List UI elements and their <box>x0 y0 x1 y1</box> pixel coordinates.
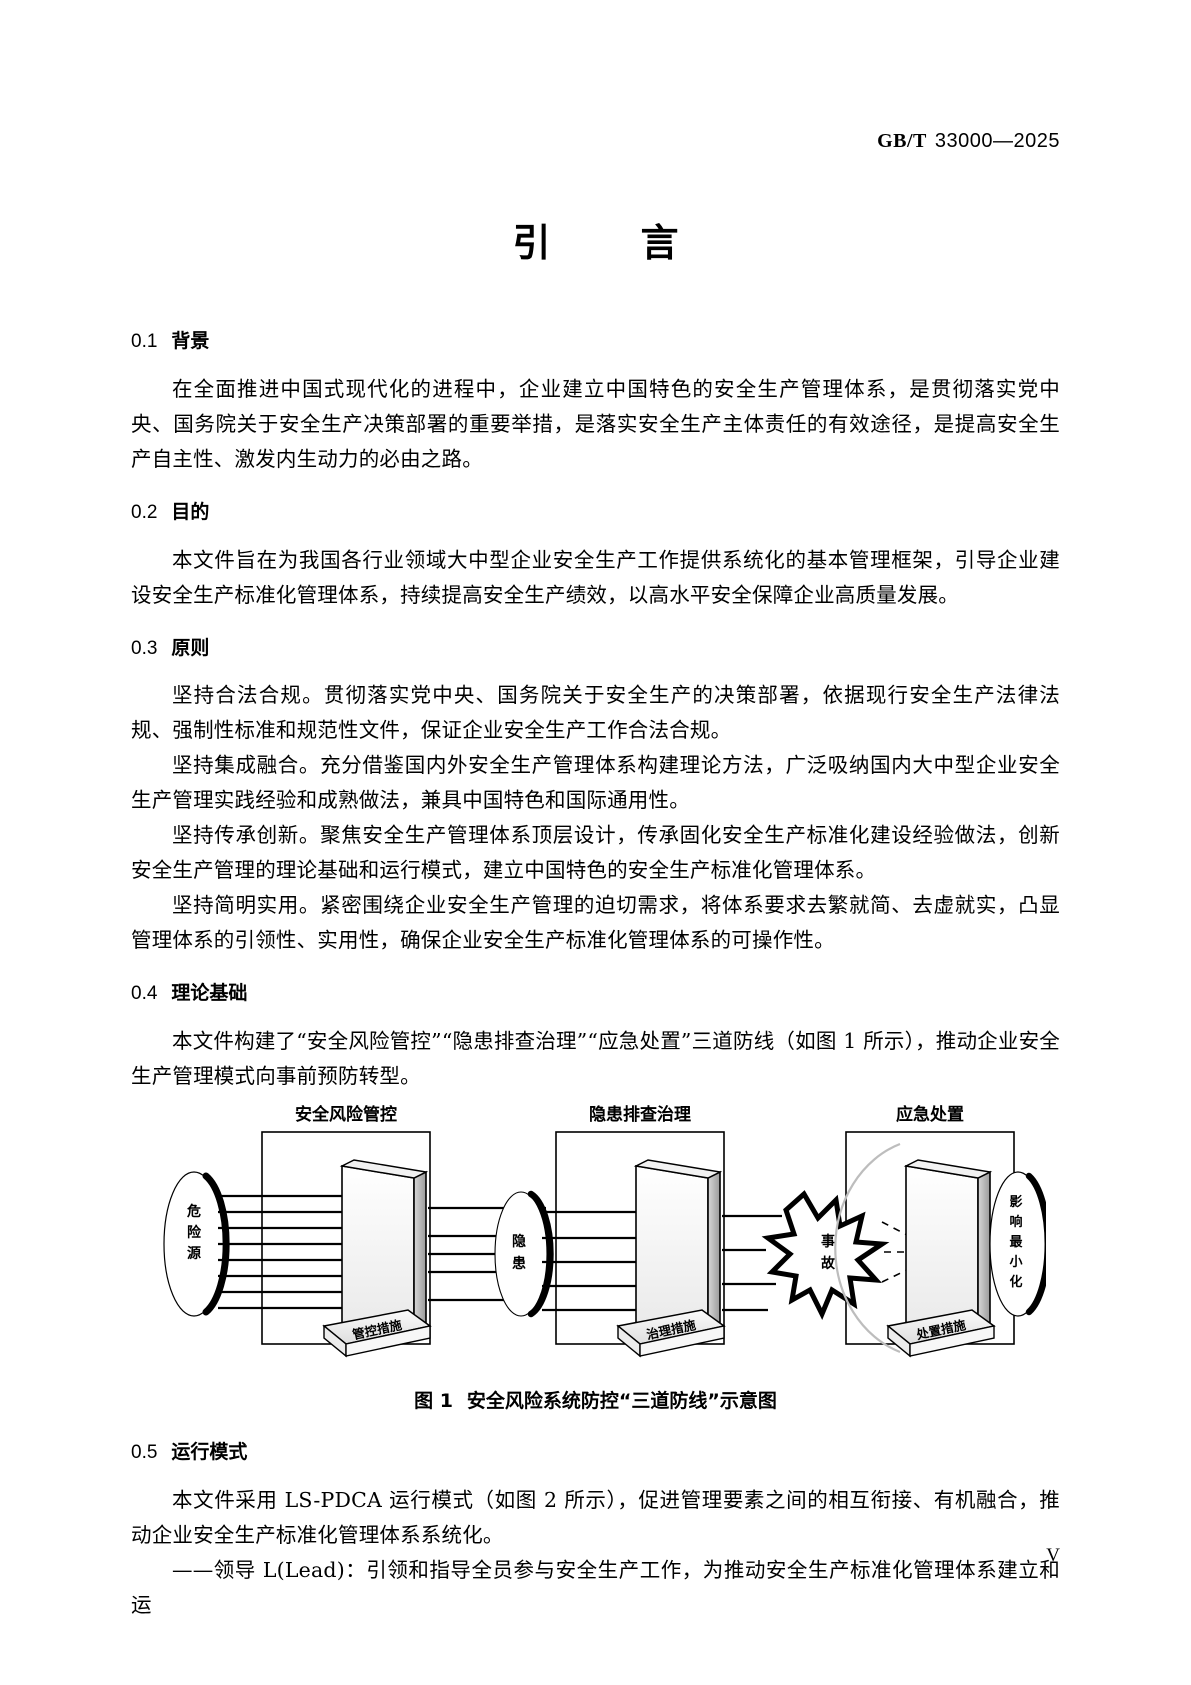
section-title: 理论基础 <box>171 982 248 1005</box>
section-heading-0-2: 0.2 目的 <box>131 501 1060 525</box>
paragraph: 本文件采用 LS-PDCA 运行模式（如图 2 所示），促进管理要素之间的相互衔… <box>131 1487 1060 1547</box>
hazard-source-label-2: 险 <box>187 1224 202 1241</box>
section-number: 0.2 <box>131 501 158 523</box>
hidden-danger-label-1: 隐 <box>512 1233 526 1250</box>
figure-caption-text: 安全风险系统防控“三道防线”示意图 <box>466 1390 777 1413</box>
page-title: 引 言 <box>512 221 705 265</box>
paragraph: ——领导 L(Lead)：引领和指导全员参与安全生产工作，为推动安全生产标准化管… <box>131 1557 1060 1617</box>
hidden-danger-label-2: 患 <box>512 1255 526 1272</box>
section-title: 目的 <box>171 500 210 523</box>
document-body: 0.1 背景 在全面推进中国式现代化的进程中，企业建立中国特色的安全生产管理体系，… <box>131 330 1060 1623</box>
paragraph: 本文件旨在为我国各行业领域大中型企业安全生产工作提供系统化的基本管理框架，引导企… <box>131 547 1060 607</box>
running-header: GB/T 33000—2025 <box>877 130 1060 153</box>
paragraph: 坚持合法合规。贯彻落实党中央、国务院关于安全生产的决策部署，依据现行安全生产法律… <box>131 683 1060 743</box>
section-number: 0.4 <box>131 983 158 1005</box>
accident-label-1: 事 <box>821 1233 835 1250</box>
section-0-2: 0.2 目的 本文件旨在为我国各行业领域大中型企业安全生产工作提供系统化的基本管理… <box>131 501 1060 613</box>
outcome-label-4: 小 <box>1009 1255 1022 1270</box>
paragraph: 坚持集成融合。充分借鉴国内外安全生产管理体系构建理论方法，广泛吸纳国内大中型企业… <box>131 753 1060 813</box>
section-0-1: 0.1 背景 在全面推进中国式现代化的进程中，企业建立中国特色的安全生产管理体系，… <box>131 330 1060 477</box>
paragraph: 在全面推进中国式现代化的进程中，企业建立中国特色的安全生产管理体系，是贯彻落实党… <box>131 376 1060 471</box>
section-0-4: 0.4 理论基础 本文件构建了“安全风险管控”“隐患排查治理”“应急处置”三道防线… <box>131 982 1060 1094</box>
stage-title-1: 安全风险管控 <box>295 1104 397 1125</box>
figure-1-graphic: 安全风险管控 隐患排查治理 应急处置 危 险 源 <box>146 1104 1046 1374</box>
figure-1: 安全风险管控 隐患排查治理 应急处置 危 险 源 <box>131 1104 1060 1413</box>
figure-caption: 图 1 安全风险系统防控“三道防线”示意图 <box>131 1386 1060 1413</box>
section-title: 背景 <box>171 330 210 352</box>
stage-title-3: 应急处置 <box>896 1104 964 1125</box>
section-title: 原则 <box>171 636 210 659</box>
accident-label-2: 故 <box>821 1255 836 1272</box>
paragraph: 坚持传承创新。聚焦安全生产管理体系顶层设计，传承固化安全生产标准化建设经验做法，… <box>131 823 1060 883</box>
paragraph: 坚持简明实用。紧密围绕企业安全生产管理的迫切需求，将体系要求去繁就简、去虚就实，… <box>131 893 1060 953</box>
section-heading-0-5: 0.5 运行模式 <box>131 1441 1060 1465</box>
section-heading-0-1: 0.1 背景 <box>131 330 1060 354</box>
paragraph: 本文件构建了“安全风险管控”“隐患排查治理”“应急处置”三道防线（如图 1 所示… <box>131 1029 1060 1089</box>
hazard-source-label-3: 源 <box>187 1245 201 1262</box>
section-number: 0.5 <box>131 1442 158 1464</box>
outcome-label-2: 响 <box>1009 1214 1022 1230</box>
stage-title-2: 隐患排查治理 <box>589 1104 691 1125</box>
section-heading-0-4: 0.4 理论基础 <box>131 982 1060 1006</box>
hazard-source-label-1: 危 <box>186 1203 201 1220</box>
standard-prefix: GB/T <box>877 130 927 152</box>
outcome-label-3: 最 <box>1009 1235 1023 1250</box>
outcome-label-5: 化 <box>1009 1274 1022 1290</box>
section-number: 0.1 <box>131 331 158 352</box>
section-0-5: 0.5 运行模式 本文件采用 LS-PDCA 运行模式（如图 2 所示），促进管理… <box>131 1441 1060 1623</box>
figure-number: 图 1 <box>414 1390 453 1413</box>
section-title: 运行模式 <box>171 1441 248 1464</box>
section-0-3: 0.3 原则 坚持合法合规。贯彻落实党中央、国务院关于安全生产的决策部署，依据现行… <box>131 637 1060 959</box>
section-heading-0-3: 0.3 原则 <box>131 637 1060 661</box>
section-number: 0.3 <box>131 637 158 659</box>
outcome-label-1: 影 <box>1009 1194 1022 1210</box>
page-number: V <box>1046 1545 1060 1566</box>
standard-number: 33000—2025 <box>934 130 1060 152</box>
